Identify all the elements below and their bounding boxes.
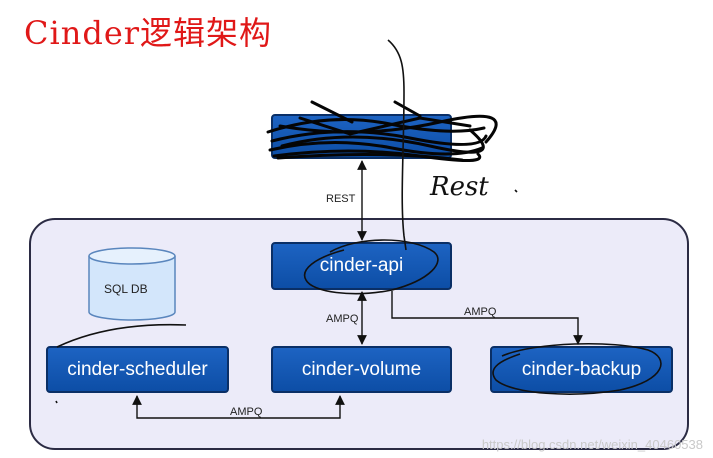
pen-stroke-line xyxy=(387,39,407,251)
ampq-api-backup-label: AMPQ xyxy=(464,306,497,318)
cinder-scheduler-label: cinder-scheduler xyxy=(67,358,208,380)
cinder-backup-box: cinder-backup xyxy=(490,346,673,393)
ampq-api-backup-connector xyxy=(391,291,583,345)
cinder-volume-box: cinder-volume xyxy=(271,346,452,393)
watermark: https://blog.csdn.net/weixin_40460538 xyxy=(481,437,703,452)
ampq-scheduler-volume-connector xyxy=(132,395,345,419)
ampq-scheduler-volume-label: AMPQ xyxy=(230,406,263,418)
cinder-api-box: cinder-api xyxy=(271,242,452,290)
cinder-volume-label: cinder-volume xyxy=(301,358,422,380)
handwritten-rest-note: Rest xyxy=(430,172,489,202)
api-circle-scribble xyxy=(303,239,439,295)
cinder-backup-label: cinder-backup xyxy=(521,358,642,380)
cinder-api-label: cinder-api xyxy=(319,255,404,276)
rest-label: REST xyxy=(326,193,356,205)
db-underline-scribble xyxy=(56,323,187,348)
sql-db-label: SQL DB xyxy=(104,282,148,296)
cinder-scheduler-box: cinder-scheduler xyxy=(46,346,229,393)
page-title: Cinder逻辑架构 xyxy=(24,14,273,52)
backup-circle-scribble xyxy=(492,342,662,395)
small-mark xyxy=(514,189,518,193)
redaction-scribble xyxy=(266,100,498,163)
small-dot-mark xyxy=(55,400,58,404)
ampq-api-volume-label: AMPQ xyxy=(326,313,359,325)
